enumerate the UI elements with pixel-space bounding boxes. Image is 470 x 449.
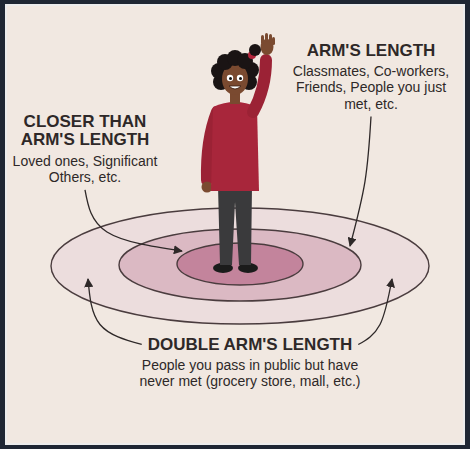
zone-description: Classmates, Co-workers, Friends, People … — [284, 63, 458, 111]
zone-description: People you pass in public but have never… — [132, 357, 368, 389]
outer-zone-ring: DOUBLE ARM'S LENGTHPeople you pass in pu… — [50, 207, 430, 325]
inner-zone-ring: CLOSER THAN ARM'S LENGTHLoved ones, Sign… — [176, 242, 304, 286]
zone-heading: ARM'S LENGTH — [284, 42, 458, 60]
ring-outline — [176, 242, 304, 286]
zone-heading: DOUBLE ARM'S LENGTH — [132, 336, 368, 354]
middle-zone-ring: ARM'S LENGTHClassmates, Co-workers, Frie… — [118, 228, 362, 302]
zone-description: Loved ones, Significant Others, etc. — [10, 153, 160, 185]
zone-heading: CLOSER THAN ARM'S LENGTH — [10, 113, 160, 150]
ring-ellipse — [119, 229, 361, 301]
zone-callout: CLOSER THAN ARM'S LENGTHLoved ones, Sign… — [10, 113, 160, 185]
zone-callout: DOUBLE ARM'S LENGTH People you pass in pu… — [132, 336, 368, 390]
ring-ellipse — [177, 243, 303, 285]
zone-callout: ARM'S LENGTH Classmates, Co-workers, Frie… — [284, 42, 458, 112]
ring-ellipse — [51, 208, 429, 324]
